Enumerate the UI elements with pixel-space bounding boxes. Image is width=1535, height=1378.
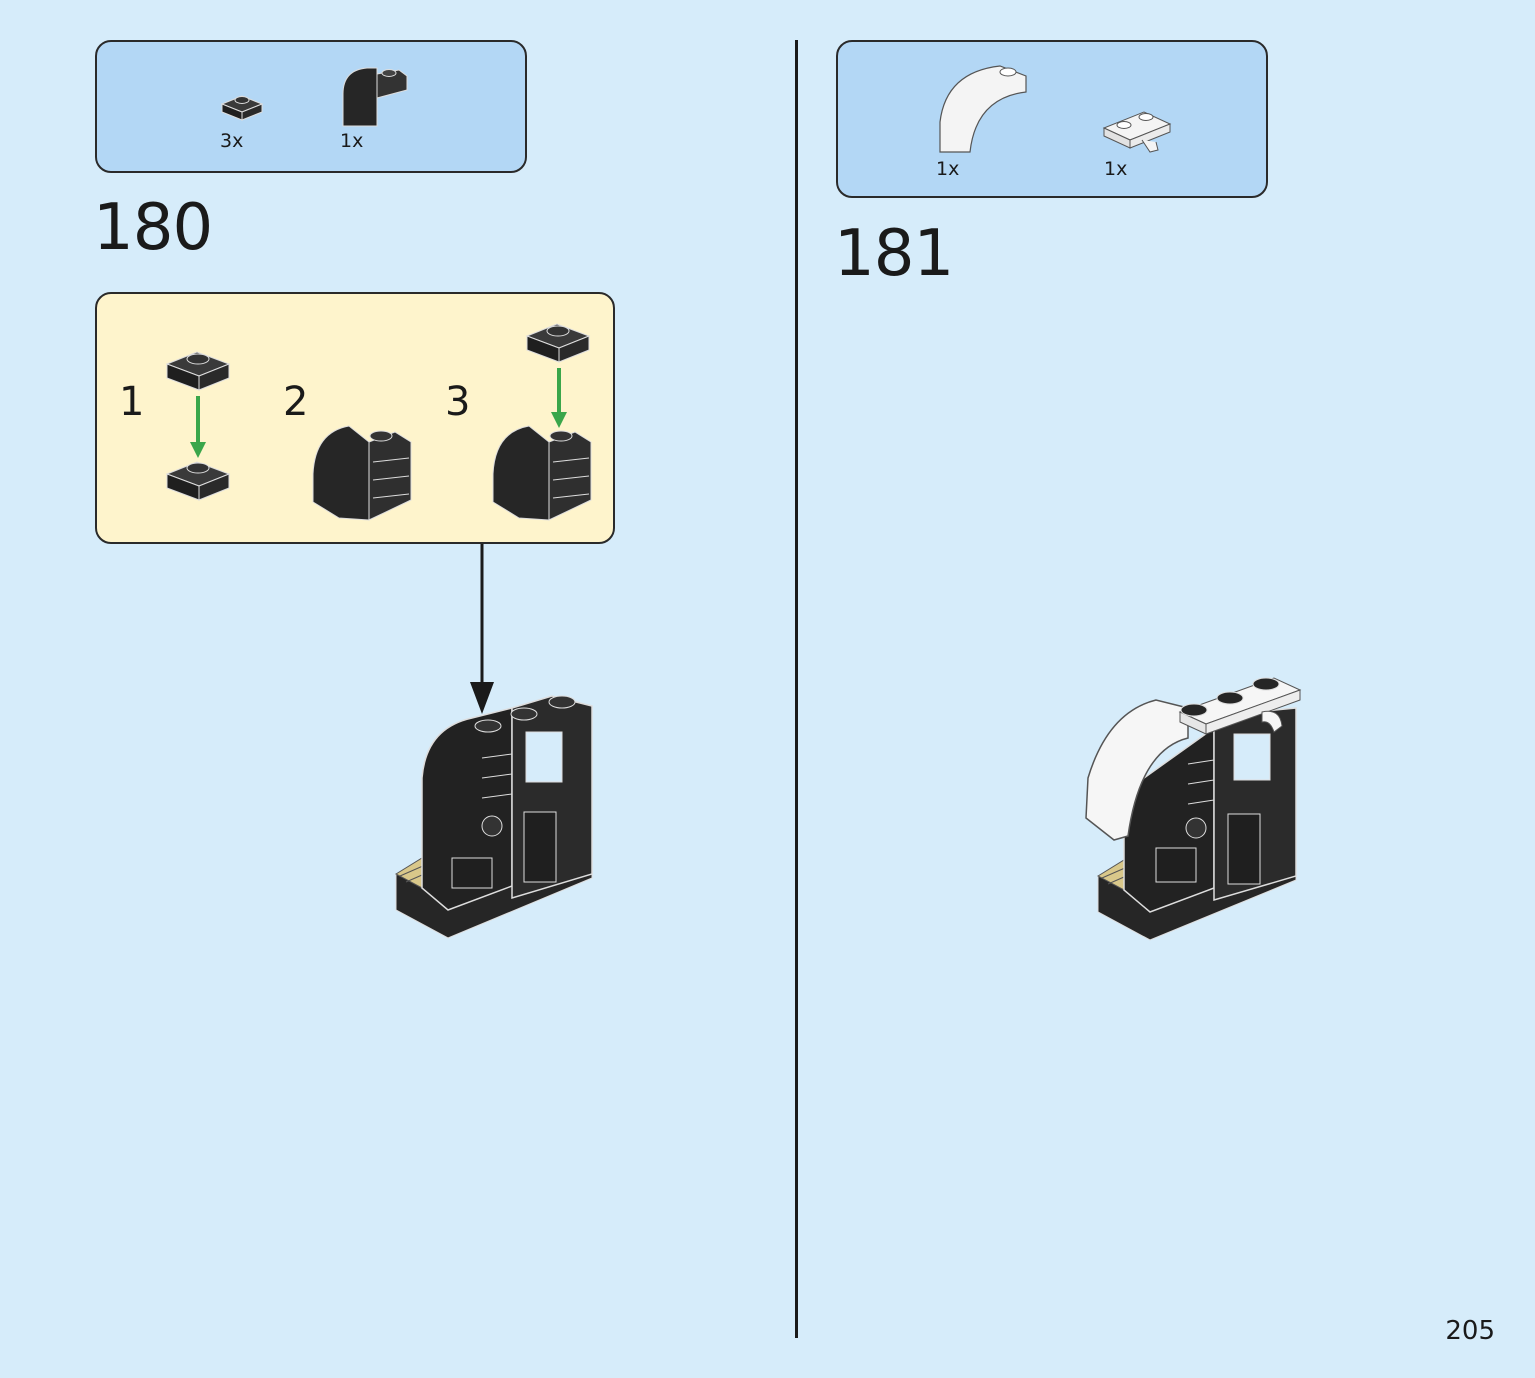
white-clip-plate-icon — [1102, 111, 1172, 153]
substep-label: 1 — [119, 379, 145, 425]
black-plate-1x1-icon — [220, 95, 264, 121]
substep-label: 3 — [445, 379, 471, 425]
black-curved-brick-icon — [342, 67, 408, 127]
model-step-180 — [394, 695, 593, 939]
parts-list-181: 1x 1x — [836, 40, 1268, 198]
model-step-181 — [1085, 677, 1302, 941]
qty-label: 3x — [220, 130, 244, 152]
step-number-180: 180 — [93, 191, 213, 265]
white-arch-icon — [939, 65, 1027, 153]
plate-stack-icon — [165, 351, 231, 501]
step-number-181: 181 — [834, 217, 954, 291]
qty-label: 1x — [936, 158, 960, 180]
qty-label: 1x — [340, 130, 364, 152]
qty-label: 1x — [1104, 158, 1128, 180]
callout-arrow — [470, 544, 494, 714]
curved-brick-icon — [312, 425, 412, 521]
page-divider — [795, 40, 798, 1338]
parts-list-180: 3x 1x — [95, 40, 527, 173]
curved-brick-with-plate-icon — [492, 323, 592, 521]
sub-assembly-callout: 1 2 3 — [95, 292, 615, 544]
substep-label: 2 — [283, 379, 309, 425]
page-number: 205 — [1445, 1316, 1495, 1346]
